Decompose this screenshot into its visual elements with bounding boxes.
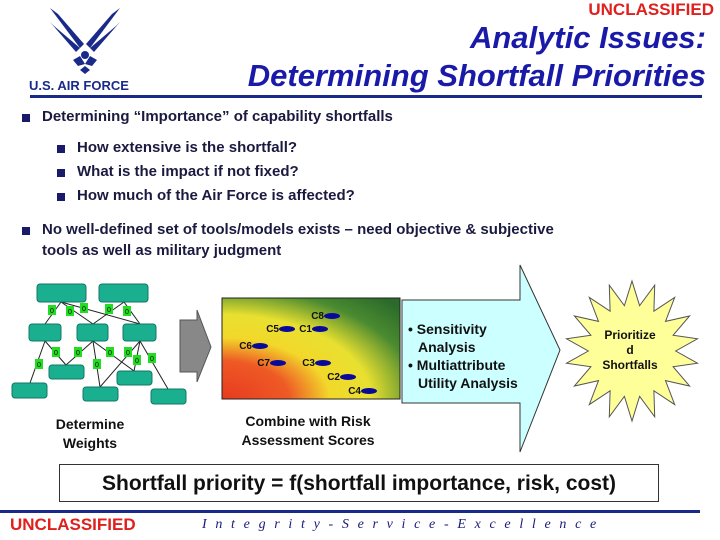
risk-label-line2: Assessment Scores [241, 432, 375, 448]
weight-badge [48, 305, 56, 315]
weight-value: 0 [37, 362, 41, 369]
weight-value: 0 [54, 350, 58, 357]
bullet-2-line2: tools as well as military judgment [42, 242, 282, 259]
result-label-line: Prioritize [604, 328, 656, 342]
risk-point-label: C3 [302, 358, 315, 369]
risk-point-label: C5 [266, 324, 279, 335]
classification-banner-bottom: UNCLASSIFIED [10, 515, 136, 534]
risk-point-c2 [340, 374, 356, 380]
weight-value: 0 [108, 350, 112, 357]
weight-value: 0 [82, 306, 86, 313]
weight-badge [105, 304, 113, 314]
risk-point-c1 [312, 326, 328, 332]
tree-edge [139, 340, 169, 390]
risk-point-label: C1 [299, 324, 312, 335]
weight-value: 0 [150, 356, 154, 363]
weight-badge [52, 347, 60, 357]
motto: I n t e g r i t y - S e r v i c e - E x … [202, 517, 599, 532]
risk-heatmap [221, 297, 401, 400]
analysis-item: Multiattribute [416, 357, 506, 373]
air-force-logo-icon [50, 8, 120, 74]
risk-point-c3 [315, 360, 331, 366]
result-label-line: d [626, 343, 634, 357]
page-title-line2: Determining Shortfall Priorities [247, 58, 706, 93]
weight-badge [133, 355, 141, 365]
bullet-icon [57, 193, 65, 201]
bullet-icon [57, 169, 65, 177]
analysis-list: • Sensitivity Analysis • Multiattribute … [408, 321, 518, 391]
weight-value: 0 [95, 362, 99, 369]
risk-point-c8 [324, 313, 340, 319]
risk-point-c4 [361, 388, 377, 394]
analysis-item: Utility Analysis [418, 375, 518, 391]
weight-value: 0 [50, 308, 54, 315]
risk-point-label: C7 [257, 358, 270, 369]
risk-point-c7 [270, 360, 286, 366]
tree-node [76, 323, 109, 342]
weight-badge [106, 347, 114, 357]
risk-label-line1: Combine with Risk [245, 413, 371, 429]
result-label-line: Shortfalls [602, 358, 658, 372]
analysis-item: Sensitivity [416, 321, 487, 337]
tree-node [116, 370, 153, 386]
weight-badge [124, 347, 132, 357]
weight-badge [148, 353, 156, 363]
classification-banner-top: UNCLASSIFIED [588, 0, 714, 19]
risk-point-label: C6 [239, 341, 252, 352]
sub-bullet-1: How extensive is the shortfall? [77, 139, 298, 156]
weight-badge [35, 359, 43, 369]
tree-node [11, 382, 48, 399]
analysis-item: Analysis [418, 339, 476, 355]
weight-value: 0 [126, 350, 130, 357]
weights-label-line1: Determine [55, 416, 125, 432]
logo-text: U.S. AIR FORCE [29, 78, 129, 93]
bullet-icon [22, 227, 30, 235]
analysis-arrow [401, 264, 561, 453]
tree-node [98, 283, 149, 303]
weight-value: 0 [135, 358, 139, 365]
bullet-1: Determining “Importance” of capability s… [42, 108, 393, 125]
sub-bullet-2: What is the impact if not fixed? [77, 163, 299, 180]
tree-edge [123, 301, 141, 325]
page-title-line1: Analytic Issues: [469, 20, 706, 55]
weight-value: 0 [107, 307, 111, 314]
tree-node [122, 323, 157, 342]
tree-edge [99, 340, 141, 388]
tree-node [48, 364, 85, 380]
footer-divider [0, 510, 700, 513]
risk-point-label: C4 [348, 386, 361, 397]
tree-node [150, 388, 187, 405]
weight-badge [123, 306, 131, 316]
risk-point-label: C2 [327, 372, 340, 383]
bullet-icon [57, 145, 65, 153]
risk-point-c6 [252, 343, 268, 349]
risk-point-label: C8 [311, 311, 324, 322]
weight-badge [93, 359, 101, 369]
tree-edge [60, 301, 141, 325]
sub-bullet-3: How much of the Air Force is affected? [77, 187, 355, 204]
tree-node [82, 386, 119, 402]
risk-point-c5 [279, 326, 295, 332]
tree-node [36, 283, 87, 303]
weight-badge [66, 306, 74, 316]
weight-badge [80, 303, 88, 313]
weight-value: 0 [125, 309, 129, 316]
weight-badge [74, 347, 82, 357]
bullet-icon [22, 114, 30, 122]
tree-edge [60, 301, 94, 325]
weights-label-line2: Weights [62, 435, 118, 451]
weight-value: 0 [68, 309, 72, 316]
priority-equation: Shortfall priority = f(shortfall importa… [59, 464, 659, 502]
bullet-2-line1: No well-defined set of tools/models exis… [42, 221, 554, 238]
tree-node [28, 323, 62, 342]
prioritized-shortfalls-starburst [564, 279, 700, 423]
weight-value: 0 [76, 350, 80, 357]
header-divider [30, 95, 702, 98]
gray-arrow-icon [179, 309, 212, 383]
